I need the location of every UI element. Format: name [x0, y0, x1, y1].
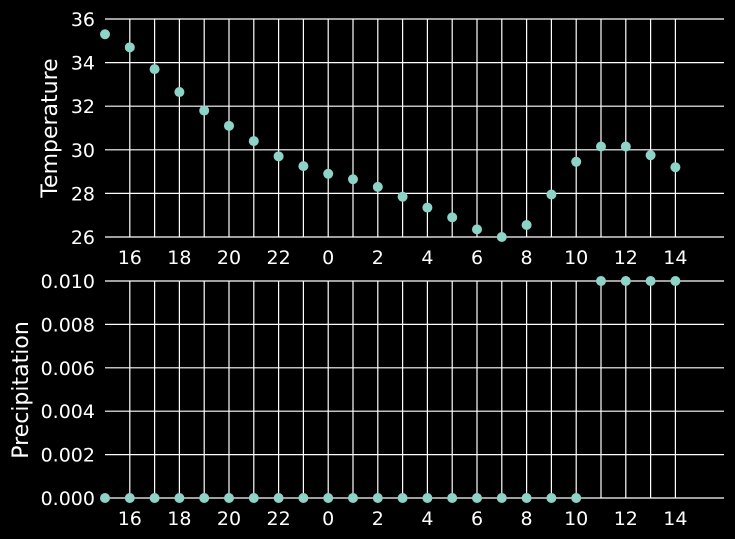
x-tick-label: 12 — [614, 508, 638, 530]
data-point — [620, 141, 631, 152]
data-point — [273, 151, 284, 162]
x-tick-label: 6 — [471, 508, 483, 530]
data-point — [149, 64, 160, 75]
x-tick-label: 8 — [521, 247, 533, 269]
data-point — [546, 493, 557, 503]
data-point — [447, 212, 458, 223]
x-tick-label: 14 — [663, 508, 687, 530]
precipitation-panel: 16 18 20 22 0 2 4 6 8 10 12 14 0.000 0.002 0.004 0.006… — [9, 271, 724, 530]
x-tick-label: 18 — [167, 508, 191, 530]
data-point — [100, 29, 110, 40]
x-tick-label: 2 — [372, 247, 384, 269]
temperature-y-axis-label: Temperature — [38, 58, 63, 198]
data-point — [422, 493, 433, 503]
data-point — [447, 493, 458, 503]
x-tick-label: 20 — [217, 247, 241, 269]
temperature-x-ticks: 16 18 20 22 0 2 4 6 8 10 12 14 — [118, 247, 688, 269]
y-tick-label: 0.006 — [41, 358, 95, 380]
x-tick-label: 8 — [521, 508, 533, 530]
x-tick-label: 16 — [118, 247, 142, 269]
data-point — [298, 493, 309, 503]
data-point — [174, 87, 185, 98]
x-tick-label: 6 — [471, 247, 483, 269]
data-point — [472, 493, 482, 503]
precipitation-y-axis-label: Precipitation — [9, 321, 34, 459]
y-tick-label: 36 — [71, 9, 95, 31]
data-point — [521, 220, 532, 231]
x-tick-label: 4 — [421, 247, 433, 269]
x-tick-label: 22 — [267, 508, 291, 530]
x-tick-label: 2 — [372, 508, 384, 530]
data-point — [124, 493, 135, 503]
data-point — [323, 493, 334, 503]
data-point — [496, 232, 507, 242]
data-point — [571, 156, 582, 167]
y-tick-label: 28 — [71, 183, 95, 205]
data-point — [571, 493, 582, 503]
data-point — [174, 493, 185, 503]
precipitation-points — [100, 276, 681, 503]
data-point — [596, 141, 606, 152]
data-point — [422, 202, 433, 213]
data-point — [521, 493, 532, 503]
x-tick-label: 12 — [614, 247, 638, 269]
data-point — [670, 162, 681, 173]
data-point — [298, 161, 309, 172]
precipitation-y-ticks: 0.000 0.002 0.004 0.006 0.008 0.010 — [41, 271, 95, 510]
y-tick-label: 0.000 — [41, 488, 95, 510]
y-tick-label: 34 — [71, 53, 95, 75]
x-tick-label: 0 — [322, 508, 334, 530]
data-point — [496, 493, 507, 503]
x-tick-label: 4 — [421, 508, 433, 530]
y-tick-label: 30 — [71, 140, 95, 162]
y-tick-label: 32 — [71, 96, 95, 118]
data-point — [372, 493, 383, 503]
temperature-grid — [105, 18, 724, 238]
data-point — [472, 224, 482, 235]
y-tick-label: 26 — [71, 227, 95, 249]
precipitation-x-ticks: 16 18 20 22 0 2 4 6 8 10 12 14 — [118, 508, 688, 530]
temperature-y-ticks: 26 28 30 32 34 36 — [71, 9, 95, 249]
data-point — [546, 189, 557, 200]
data-point — [348, 174, 358, 185]
data-point — [670, 276, 681, 286]
data-point — [199, 105, 210, 116]
x-tick-label: 22 — [267, 247, 291, 269]
y-tick-label: 0.008 — [41, 314, 95, 336]
data-point — [645, 150, 656, 161]
data-point — [224, 120, 234, 131]
data-point — [248, 136, 259, 147]
y-tick-label: 0.002 — [41, 445, 95, 467]
x-tick-label: 0 — [322, 247, 334, 269]
data-point — [323, 168, 334, 179]
data-point — [645, 276, 656, 286]
data-point — [273, 493, 284, 503]
x-tick-label: 18 — [167, 247, 191, 269]
data-point — [124, 42, 135, 53]
x-tick-label: 14 — [663, 247, 687, 269]
data-point — [100, 493, 110, 503]
x-tick-label: 16 — [118, 508, 142, 530]
data-point — [224, 493, 234, 503]
data-point — [397, 493, 408, 503]
x-tick-label: 10 — [564, 508, 588, 530]
temperature-panel: 16 18 20 22 0 2 4 6 8 10 12 14 26 28 30 32 34 36 Tempera… — [38, 9, 724, 269]
x-tick-label: 10 — [564, 247, 588, 269]
y-tick-label: 0.004 — [41, 401, 95, 423]
data-point — [397, 191, 408, 202]
x-tick-label: 20 — [217, 508, 241, 530]
data-point — [620, 276, 631, 286]
y-tick-label: 0.010 — [41, 271, 95, 293]
data-point — [596, 276, 606, 286]
data-point — [372, 181, 383, 192]
temperature-points — [100, 29, 681, 242]
data-point — [248, 493, 259, 503]
data-point — [199, 493, 210, 503]
data-point — [348, 493, 358, 503]
data-point — [149, 493, 160, 503]
precipitation-grid — [105, 280, 724, 499]
